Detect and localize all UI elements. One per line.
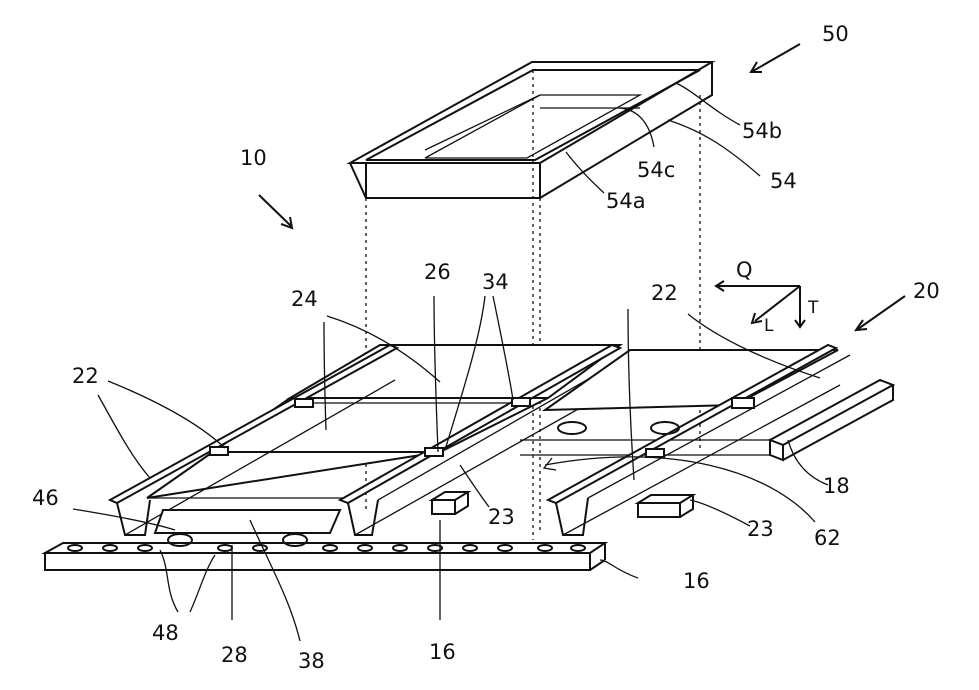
label-34: 34	[482, 272, 509, 293]
label-22-left: 22	[72, 366, 99, 387]
base-beam-16-front	[45, 543, 605, 570]
label-10: 10	[240, 148, 267, 169]
label-16-right: 16	[683, 571, 710, 592]
left-panel-row	[110, 345, 625, 546]
axis-indicator	[716, 281, 805, 327]
label-22-right: 22	[651, 283, 678, 304]
label-62: 62	[814, 528, 841, 549]
label-L: L	[764, 318, 773, 335]
label-23-right: 23	[747, 519, 774, 540]
label-24: 24	[291, 289, 318, 310]
label-26: 26	[424, 262, 451, 283]
label-54c: 54c	[637, 160, 675, 181]
label-46: 46	[32, 488, 59, 509]
label-20: 20	[913, 281, 940, 302]
label-16-bottom: 16	[429, 642, 456, 663]
label-38: 38	[298, 651, 325, 672]
label-54b: 54b	[742, 121, 782, 142]
label-Q: Q	[736, 260, 753, 281]
label-48: 48	[152, 623, 179, 644]
label-54a: 54a	[606, 191, 646, 212]
label-18: 18	[823, 476, 850, 497]
label-50: 50	[822, 24, 849, 45]
label-54: 54	[770, 171, 797, 192]
label-T: T	[808, 300, 818, 317]
label-23-mid: 23	[488, 507, 515, 528]
label-28: 28	[221, 645, 248, 666]
